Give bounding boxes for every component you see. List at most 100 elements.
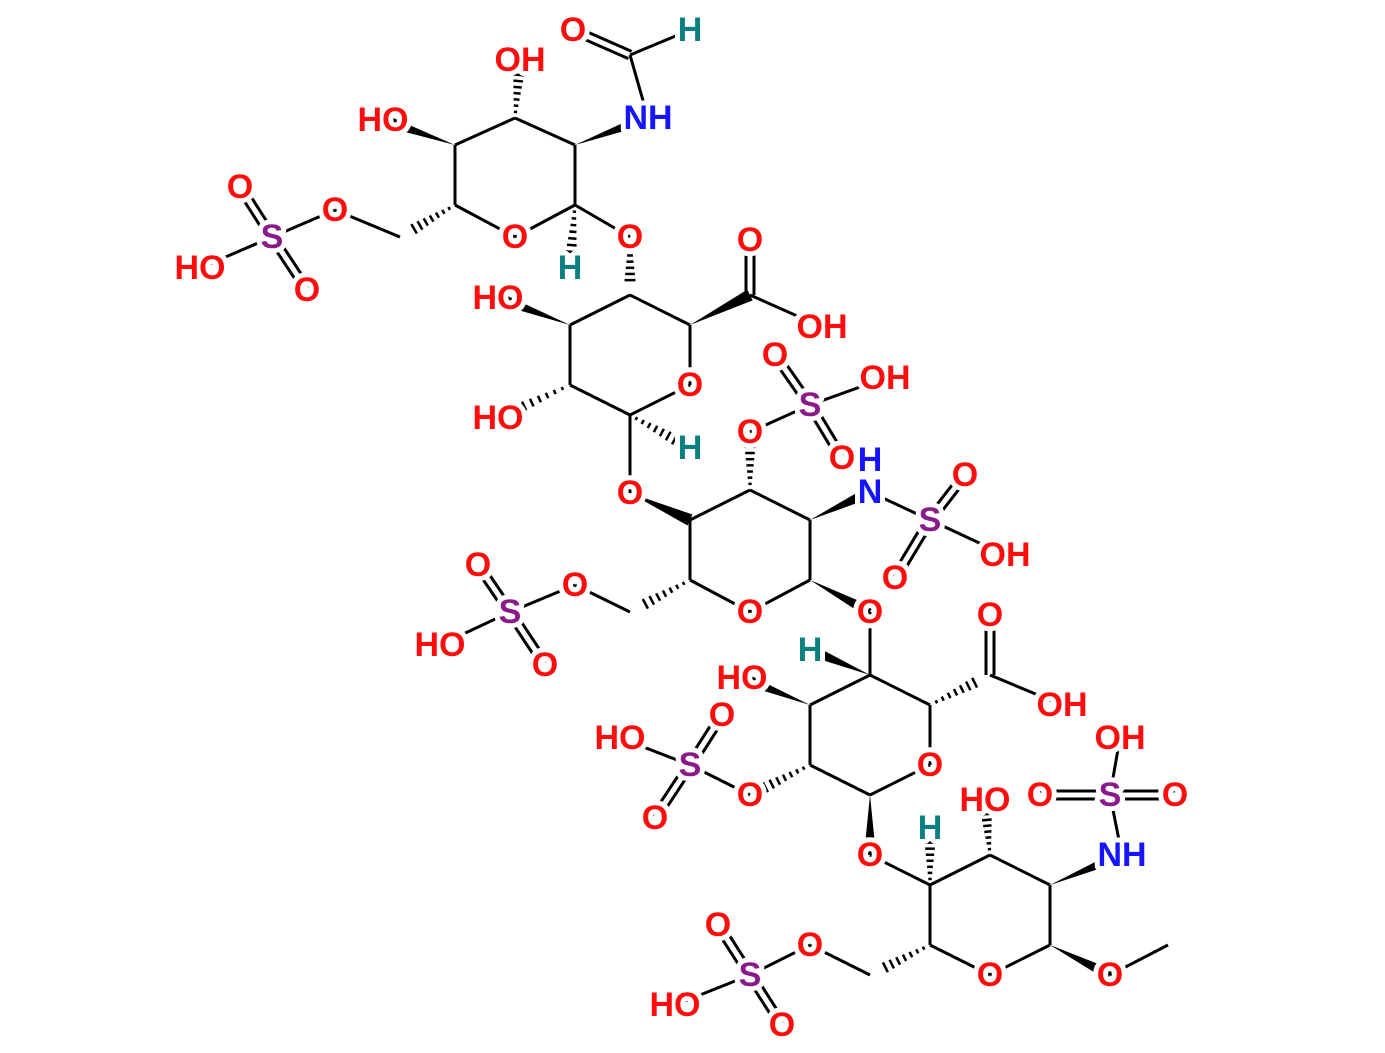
- bonds: [199, 24, 1175, 1028]
- bond-cf-of: [574, 24, 633, 53]
- bond-s7-s7c: [674, 973, 751, 1007]
- atom-label-oc6: O: [562, 566, 588, 604]
- atom-label-s7: S: [739, 956, 762, 994]
- bond-d1-d2: [869, 673, 931, 707]
- atom-label-oe6: O: [797, 926, 823, 964]
- bond-s5-s5c: [619, 736, 691, 767]
- bond-d4-od4: [768, 779, 776, 789]
- bond-c5-cc6: [675, 584, 680, 590]
- atom-label-bcoh: OH: [797, 308, 848, 346]
- bond-e5-ce6: [915, 948, 920, 954]
- atom-label-oc2: O: [737, 413, 763, 451]
- atom-label-s1b: O: [294, 271, 320, 309]
- bond-e1-e2: [929, 853, 991, 887]
- bond-d2-dc: [971, 677, 979, 689]
- atom-label-oe4: O: [1097, 956, 1123, 994]
- atom-label-hf: H: [678, 11, 703, 49]
- bond-e2-oe2: [985, 835, 992, 839]
- bond-b3-hb: [658, 428, 665, 437]
- bond-b4-ob4: [536, 395, 543, 403]
- atom-label-n2: NH: [623, 99, 672, 137]
- bond-b3-hb: [640, 419, 645, 425]
- bond-d5-d1: [809, 673, 871, 707]
- bond-s4-s4a: [480, 561, 515, 611]
- bond-a5-o15: [454, 203, 516, 239]
- atom-label-s5c: HO: [595, 719, 646, 757]
- bond-a2-a3: [514, 116, 576, 147]
- atom-label-nc3: N: [858, 473, 883, 511]
- bond-o15-a1: [514, 203, 576, 239]
- atom-label-ob5: HO: [473, 279, 524, 317]
- bond-oc6-s4: [509, 583, 576, 614]
- atom-label-dcoh: OH: [1037, 686, 1088, 724]
- bond-e2-oe2: [983, 824, 992, 828]
- bond-s7-s7b: [752, 972, 787, 1024]
- bond-a1-h1: [568, 236, 577, 241]
- bond-s5-s5a: [692, 716, 727, 768]
- bond-od-d3: [869, 763, 931, 797]
- atom-label-of: O: [560, 11, 586, 49]
- bond-e2-oe2: [981, 818, 992, 822]
- bond-d4-od4: [781, 774, 788, 782]
- atom-label-s4b: O: [532, 646, 558, 684]
- atom-label-hb: H: [678, 429, 703, 467]
- atom-label-hd: H: [798, 631, 823, 669]
- bond-e5-ce6: [881, 961, 889, 973]
- bond-s2-s2a: [777, 351, 815, 404]
- bond-c5-cc6: [648, 595, 656, 606]
- bond-b4-ob4: [544, 392, 550, 399]
- bond-s1-s1c: [199, 235, 273, 270]
- bond-b4-ob4: [528, 398, 535, 407]
- bond-d2-dc: [934, 699, 939, 704]
- bond-a3-o3: [513, 91, 521, 95]
- atom-label-s6c: OH: [1095, 719, 1146, 757]
- atom-label-s3: S: [919, 501, 942, 539]
- bond-n2-cf: [628, 54, 650, 119]
- atom-label-s5b: O: [642, 799, 668, 837]
- bond-cf-of: [570, 32, 629, 61]
- bond-a1-o1: [574, 203, 631, 239]
- bond-e2-e3: [989, 853, 1051, 887]
- bond-b3-hb: [670, 434, 679, 445]
- atom-label-s6: S: [1099, 776, 1122, 814]
- bond-s7-s7a: [720, 922, 755, 974]
- bond-b4-ob4: [520, 401, 528, 411]
- bond-c2-c3: [749, 488, 811, 522]
- bond-d4-od4: [795, 768, 800, 774]
- bond-s5-s5b: [650, 761, 688, 817]
- bond-d5-od5: [739, 672, 810, 705]
- bond-s3-s3a: [925, 471, 964, 519]
- atom-label-o6: O: [322, 191, 348, 229]
- bond-s1-s1a: [242, 184, 277, 236]
- bond-s2-s2a: [770, 356, 808, 409]
- atom-label-s4c: HO: [415, 626, 466, 664]
- bond-e2-oe2: [984, 830, 992, 834]
- bond-ob3-c1: [630, 493, 693, 526]
- atom-label-ob4: HO: [473, 399, 524, 437]
- bond-d4-od4: [775, 776, 782, 786]
- atom-label-ob3: O: [617, 474, 643, 512]
- bond-s3-s3c: [897, 521, 935, 581]
- bond-s4-s4b: [512, 608, 550, 664]
- bond-s7-s7b: [745, 976, 780, 1028]
- bond-c5-cc6: [681, 581, 686, 586]
- bond-s4-s4a: [473, 566, 508, 616]
- atom-label-o1: O: [617, 218, 643, 256]
- atom-label-ne3: NH: [1097, 836, 1146, 874]
- bond-a5-c6: [441, 209, 446, 215]
- atom-label-s4a: O: [465, 546, 491, 584]
- atom-label-he: H: [918, 809, 943, 847]
- bond-oc-c5: [689, 578, 751, 614]
- bond-b3-b4: [569, 383, 631, 417]
- bond-nc3-s3: [869, 490, 931, 522]
- atom-label-dco: O: [977, 596, 1003, 634]
- bond-b5-b1: [569, 293, 631, 327]
- atom-label-s1a: O: [227, 168, 253, 206]
- bond-oe6-s7: [749, 943, 811, 977]
- bond-s4-s4c: [439, 610, 511, 647]
- atom-label-oe2: HO: [960, 781, 1011, 819]
- bond-a5-c6: [416, 220, 424, 231]
- bond-d4-od4: [788, 771, 794, 778]
- bond-cc6-oc6: [574, 583, 631, 614]
